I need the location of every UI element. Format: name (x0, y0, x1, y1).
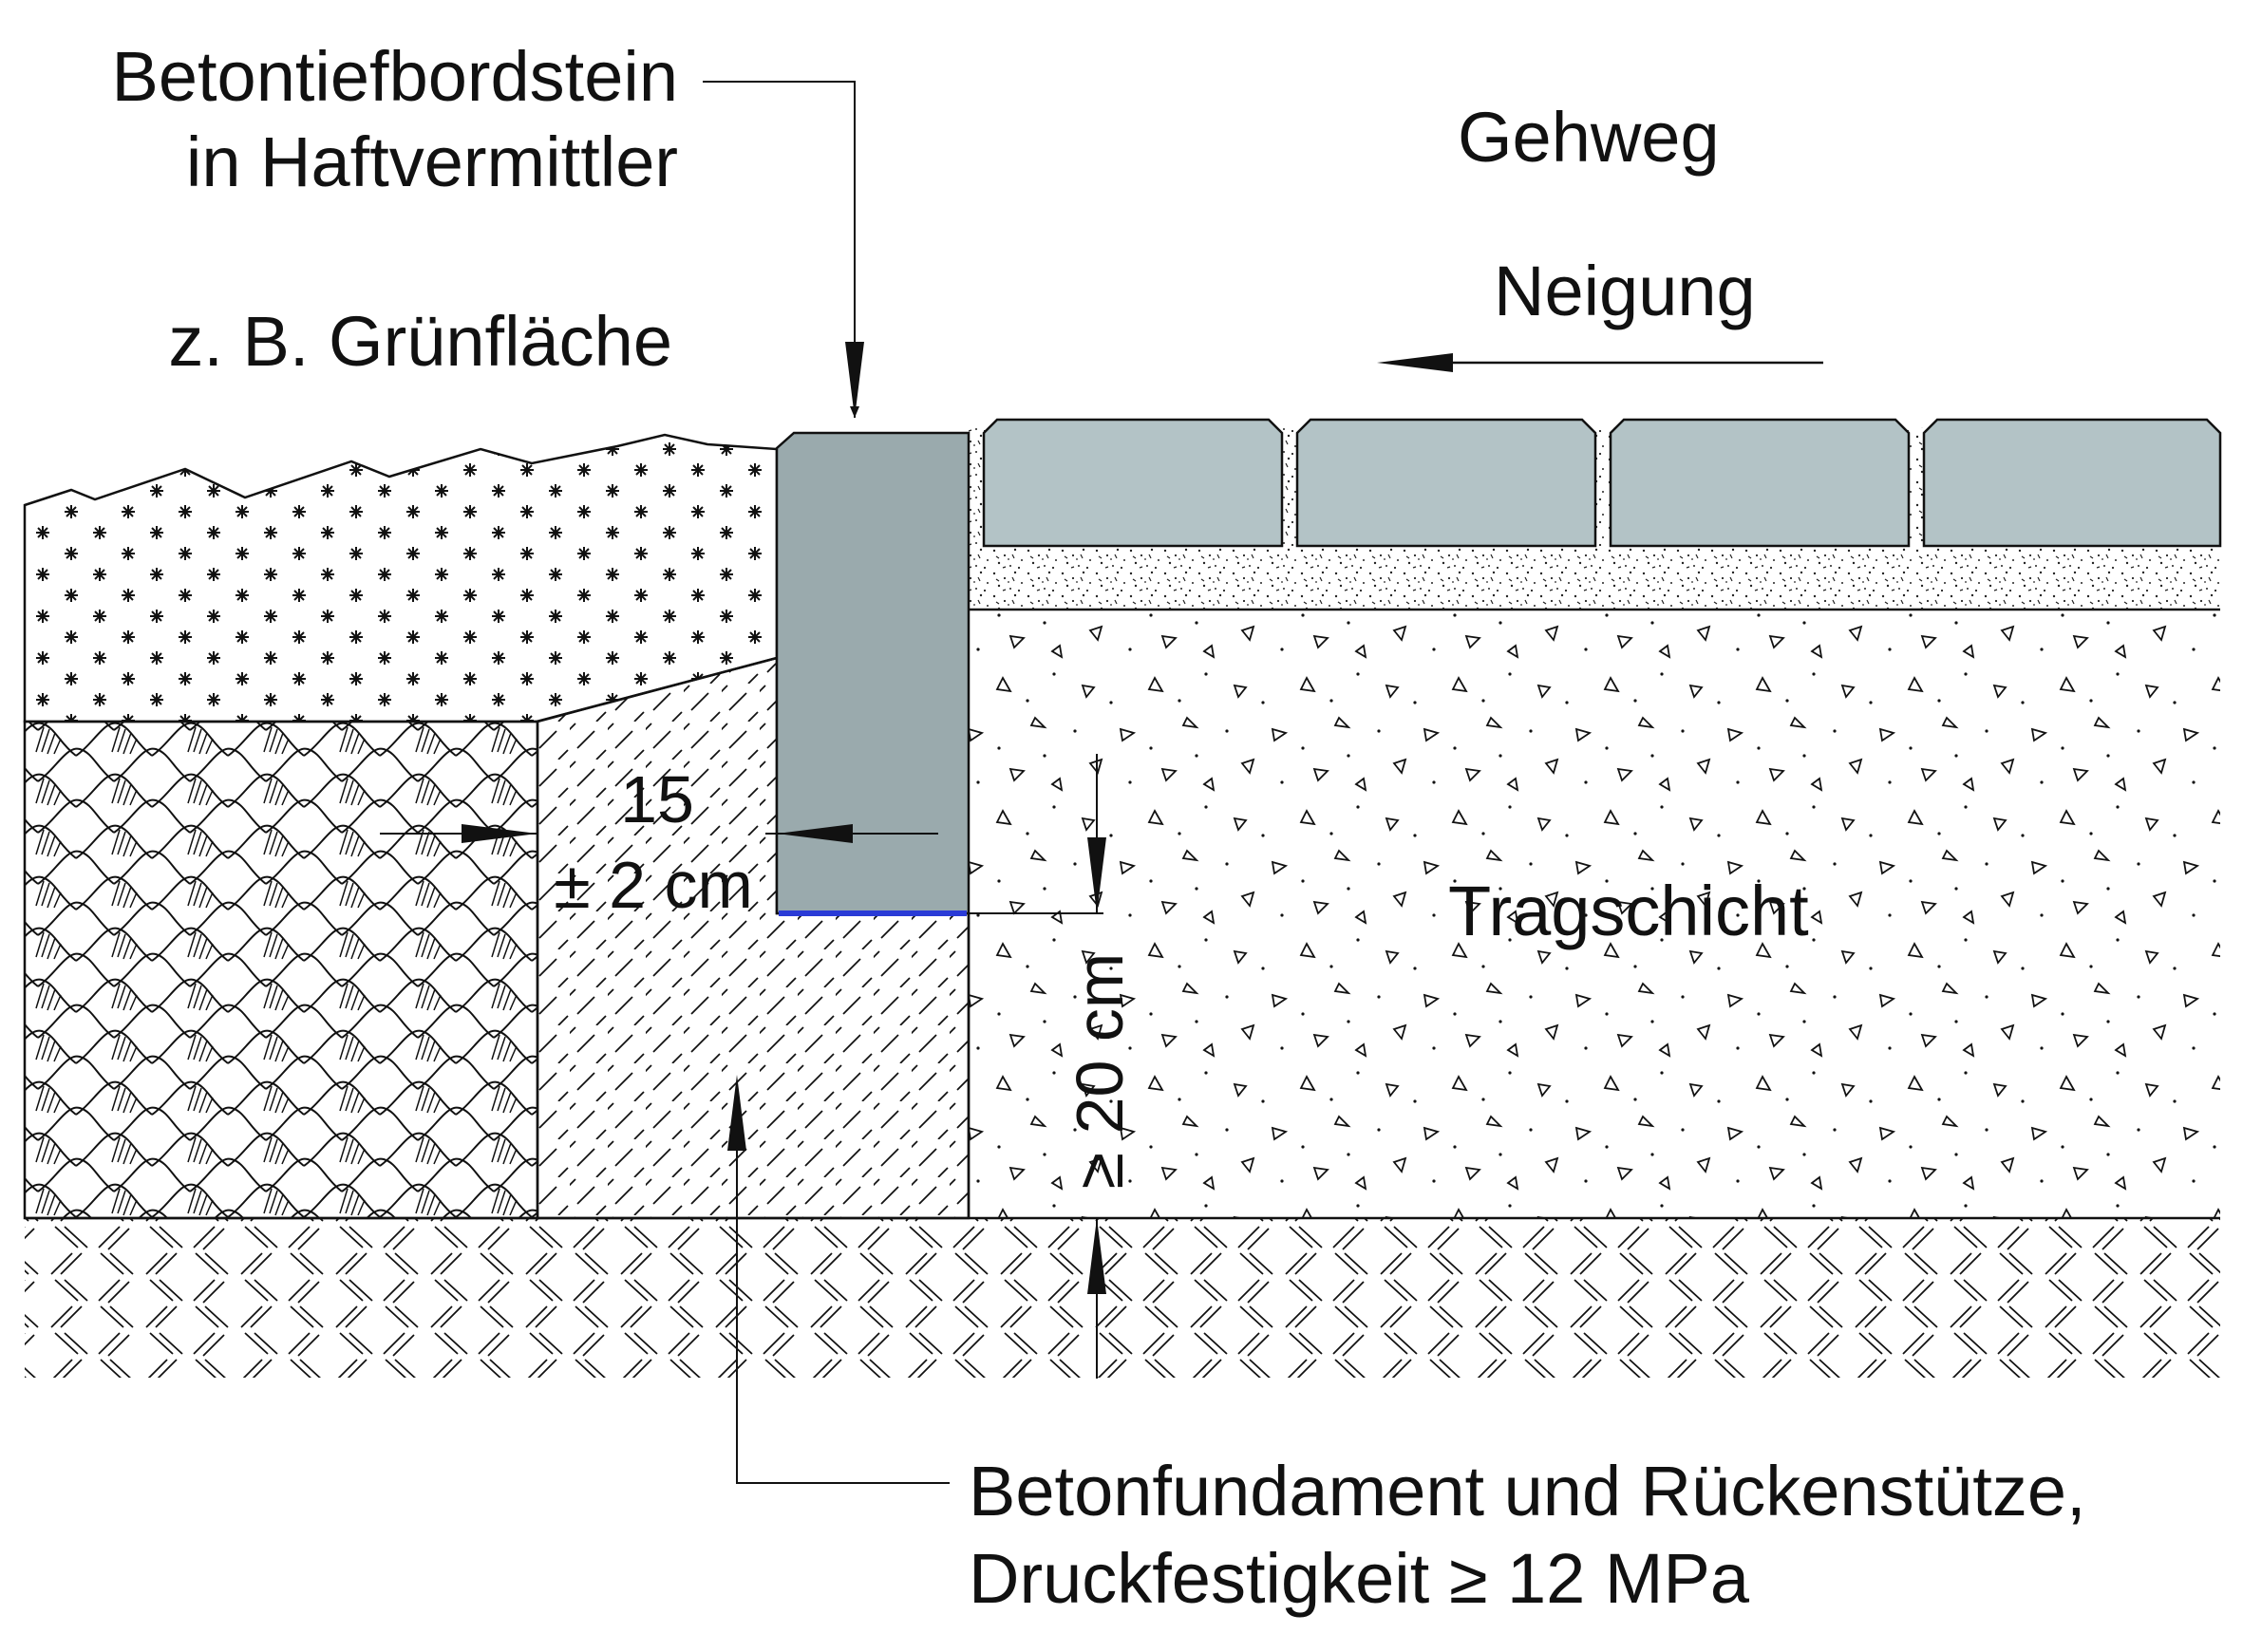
bedding-layer (969, 546, 2220, 610)
natural-soil-left (23, 720, 539, 1220)
foundation-leader-line (736, 1082, 950, 1484)
foundation-label-line1: Betonfundament und Rückenstütze, (969, 1452, 2086, 1530)
width-dim-arrow-right (777, 824, 853, 843)
kerb-leader-line (703, 81, 859, 418)
foundation-leader-arrowhead (727, 1075, 746, 1151)
paving-stone (982, 418, 1284, 548)
kerb-stone (775, 431, 971, 915)
topsoil-layer (23, 433, 779, 723)
depth-dim-label: ≥ 20 cm (1063, 953, 1137, 1190)
foundation-label-line2: Druckfestigkeit ≥ 12 MPa (969, 1539, 1750, 1618)
subsoil-layer (25, 1218, 2220, 1378)
green-area-label: z. B. Grünfläche (168, 302, 672, 381)
kerb-label-line1: Betontiefbordstein (111, 37, 678, 116)
kerb-label-line2: in Haftvermittler (186, 122, 678, 201)
paving-stone (1922, 418, 2222, 548)
base-layer-label: Tragschicht (1448, 872, 1809, 950)
width-dim-value: 15 (620, 762, 694, 836)
walkway-label: Gehweg (1458, 98, 1720, 177)
width-dim-tolerance: ± 2 cm (554, 848, 753, 922)
base-layer (969, 610, 2220, 1218)
slope-arrowhead (1377, 353, 1453, 372)
slope-label: Neigung (1494, 252, 1756, 330)
depth-dim-arrow-bottom (1087, 1218, 1106, 1294)
width-dim-arrow-left (462, 824, 537, 843)
paving-stone (1609, 418, 1911, 548)
depth-dim-arrow-top (1087, 837, 1106, 913)
paving-stones (982, 418, 2222, 548)
kerb-leader-arrowhead (845, 342, 864, 418)
paving-stone (1295, 418, 1597, 548)
